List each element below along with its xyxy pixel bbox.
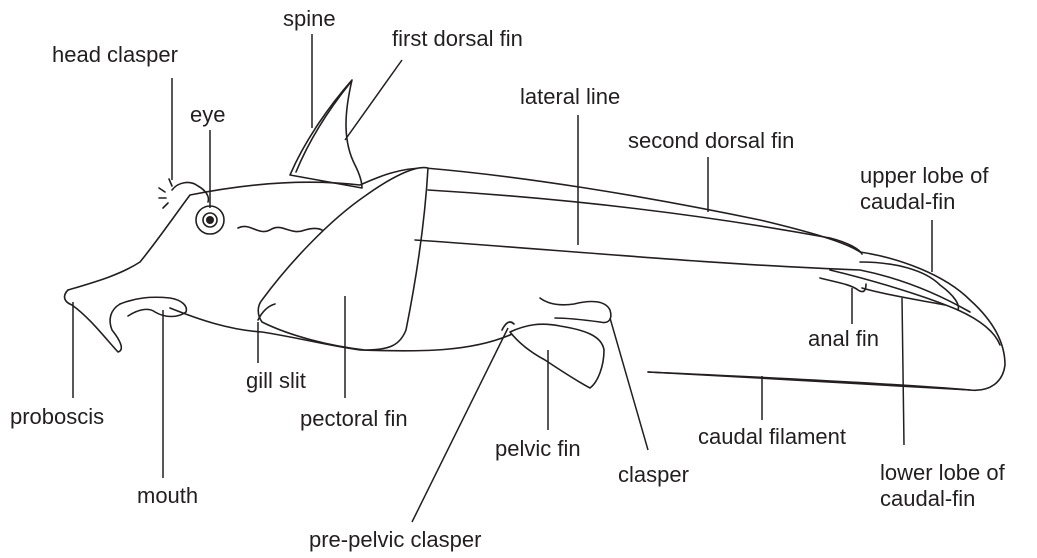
label-upper-lobe-caudal-fin: upper lobe of caudal-fin <box>860 163 988 215</box>
label-lower-lobe-caudal-fin: lower lobe of caudal-fin <box>880 460 1005 512</box>
label-caudal-filament: caudal filament <box>698 424 846 450</box>
leader-clasper <box>610 318 648 450</box>
leader-lower-lobe <box>902 298 904 445</box>
label-pelvic-fin: pelvic fin <box>495 436 581 462</box>
anal-fin-shape <box>820 278 866 292</box>
label-clasper: clasper <box>618 462 689 488</box>
label-proboscis: proboscis <box>10 404 104 430</box>
mouth-shape <box>120 297 186 316</box>
label-pectoral-fin: pectoral fin <box>300 406 408 432</box>
label-gill-slit: gill slit <box>246 368 306 394</box>
leader-pre-pelvic-clasper <box>412 328 508 522</box>
first-dorsal-fin-shape <box>290 80 362 188</box>
label-head-clasper: head clasper <box>52 42 178 68</box>
label-eye: eye <box>190 102 225 128</box>
leader-first-dorsal <box>345 60 402 140</box>
label-anal-fin: anal fin <box>808 326 879 352</box>
head-sensory-line <box>238 226 322 231</box>
caudal-filament-shape <box>648 372 970 390</box>
label-first-dorsal-fin: first dorsal fin <box>392 26 523 52</box>
lateral-line-path <box>415 240 970 312</box>
label-spine: spine <box>283 6 336 32</box>
upper-lobe-shape <box>860 262 958 310</box>
label-pre-pelvic-clasper: pre-pelvic clasper <box>309 527 481 553</box>
pelvic-fin-shape <box>510 324 604 388</box>
pectoral-fin-shape <box>258 168 428 350</box>
label-lateral-line: lateral line <box>520 84 620 110</box>
label-mouth: mouth <box>137 483 198 509</box>
label-second-dorsal-fin: second dorsal fin <box>628 128 794 154</box>
